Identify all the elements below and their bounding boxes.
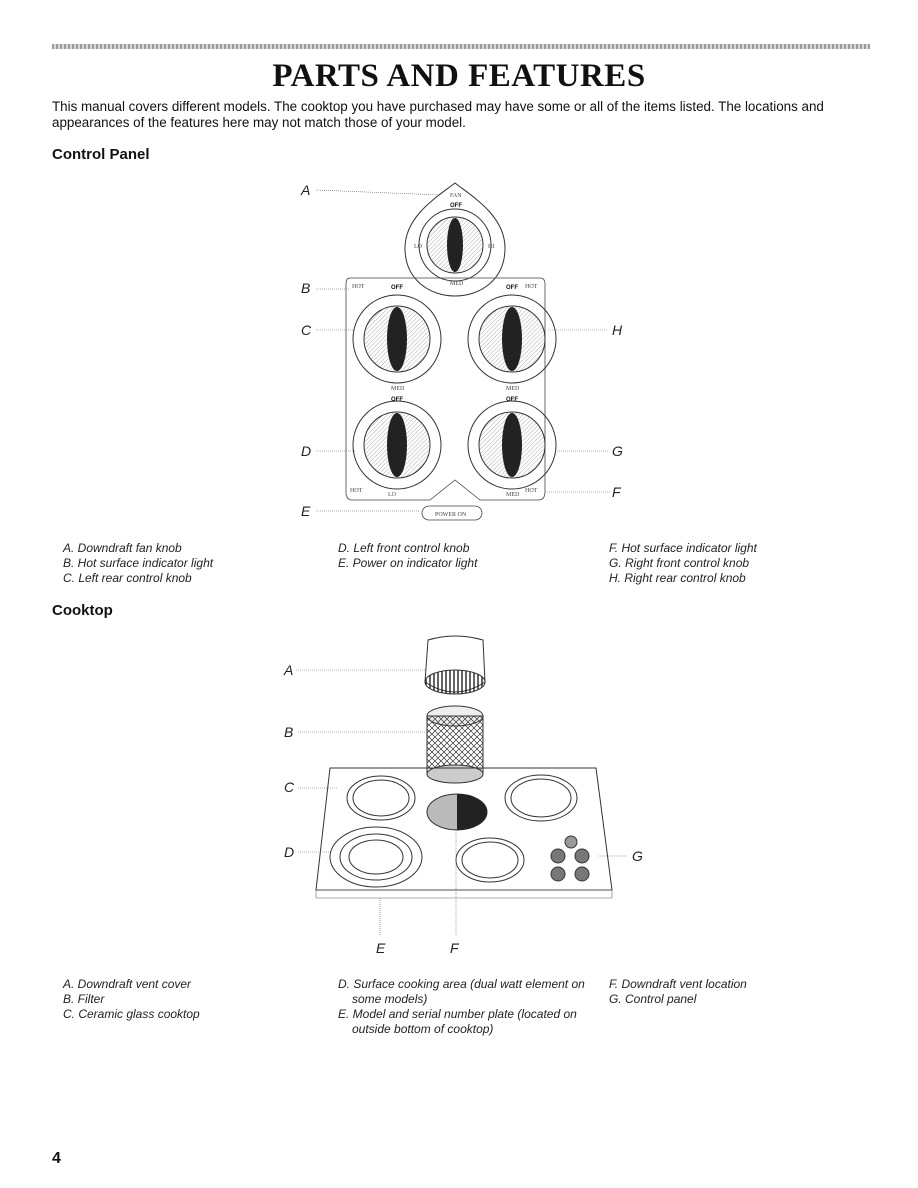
caption: C. Left rear control knob [63, 571, 192, 585]
med-text: MED [506, 386, 520, 392]
med-text: MED [506, 492, 520, 498]
caption: G. Control panel [609, 992, 697, 1006]
callout-g: G [612, 443, 623, 459]
caption: A. Downdraft fan knob [63, 541, 182, 555]
caption: D. Surface cooking area (dual watt eleme… [338, 977, 585, 991]
knob-off-text: OFF [391, 397, 403, 403]
hot-text: HOT [525, 488, 538, 494]
page-title: PARTS AND FEATURES [272, 58, 646, 94]
left-front-control-knob [352, 400, 442, 490]
callout-a: A [300, 182, 310, 198]
callout-a: A [283, 662, 293, 678]
hot-text: HOT [350, 488, 363, 494]
cooktop-captions-col2: D. Surface cooking area (dual watt eleme… [338, 977, 585, 1037]
caption: D. Left front control knob [338, 541, 470, 555]
control-panel-outline [345, 277, 546, 501]
caption: A. Downdraft vent cover [63, 977, 192, 991]
callout-d: D [301, 443, 311, 459]
surface-cooking-area [504, 774, 578, 822]
callout-b: B [284, 724, 293, 740]
downdraft-vent-cover [424, 635, 486, 695]
caption: B. Hot surface indicator light [63, 556, 214, 570]
callout-e: E [301, 503, 311, 519]
caption: B. Filter [63, 992, 105, 1006]
control-panel-captions-col3: F. Hot surface indicator light G. Right … [609, 541, 757, 586]
cooktop-diagram: A B C D E F G [283, 635, 643, 956]
hot-text: HOT [352, 284, 365, 290]
control-panel-heading: Control Panel [52, 146, 150, 163]
caption: some models) [352, 992, 428, 1006]
fan-knob-housing [404, 182, 506, 297]
surface-cooking-area [346, 775, 416, 821]
callout-c: C [301, 322, 312, 338]
right-rear-control-knob [467, 294, 557, 384]
control-panel-captions-col1: A. Downdraft fan knob B. Hot surface ind… [63, 541, 213, 586]
caption: C. Ceramic glass cooktop [63, 1007, 200, 1021]
callout-d: D [284, 844, 294, 860]
lo-text: LO [388, 492, 397, 498]
med-text: MED [391, 386, 405, 392]
fan-off-text: OFF [450, 203, 462, 209]
med-text: MED [450, 281, 464, 287]
control-panel-captions-col2: D. Left front control knob E. Power on i… [338, 541, 477, 571]
knob-off-text: OFF [506, 397, 518, 403]
surface-cooking-area [329, 826, 423, 888]
callout-g: G [632, 848, 643, 864]
fan-lo-text: LO [414, 244, 423, 250]
control-panel-cluster [550, 835, 590, 882]
callout-h: H [612, 322, 623, 338]
hot-text: HOT [525, 284, 538, 290]
top-rule [52, 44, 870, 49]
control-panel-diagram: OFF FAN LO HI OFF OFF OFF [300, 182, 623, 521]
right-front-control-knob [467, 400, 557, 490]
downdraft-fan-knob [418, 208, 492, 282]
fan-hi-text: HI [488, 244, 494, 250]
page-number: 4 [52, 1150, 61, 1167]
power-on-text: POWER ON [435, 512, 467, 518]
callout-f: F [450, 940, 460, 956]
caption: E. Model and serial number plate (locate… [338, 1007, 577, 1021]
callout-e: E [376, 940, 386, 956]
left-rear-control-knob [352, 294, 442, 384]
caption: F. Downdraft vent location [609, 977, 747, 991]
callout-f: F [612, 484, 622, 500]
filter [426, 705, 484, 784]
knob-off-text: OFF [391, 285, 403, 291]
cooktop-heading: Cooktop [52, 602, 113, 619]
fan-text: FAN [450, 193, 462, 199]
knob-off-text: OFF [506, 285, 518, 291]
callout-b: B [301, 280, 310, 296]
surface-cooking-area [455, 837, 525, 883]
cooktop-captions-col1: A. Downdraft vent cover B. Filter C. Cer… [63, 977, 200, 1022]
power-on-indicator [421, 505, 483, 521]
callout-c: C [284, 779, 295, 795]
caption: E. Power on indicator light [338, 556, 478, 570]
caption: G. Right front control knob [609, 556, 750, 570]
caption: F. Hot surface indicator light [609, 541, 757, 555]
cooktop-captions-col3: F. Downdraft vent location G. Control pa… [609, 977, 747, 1007]
intro-paragraph: This manual covers different models. The… [52, 99, 824, 130]
caption: H. Right rear control knob [609, 571, 746, 585]
caption: outside bottom of cooktop) [352, 1022, 494, 1036]
